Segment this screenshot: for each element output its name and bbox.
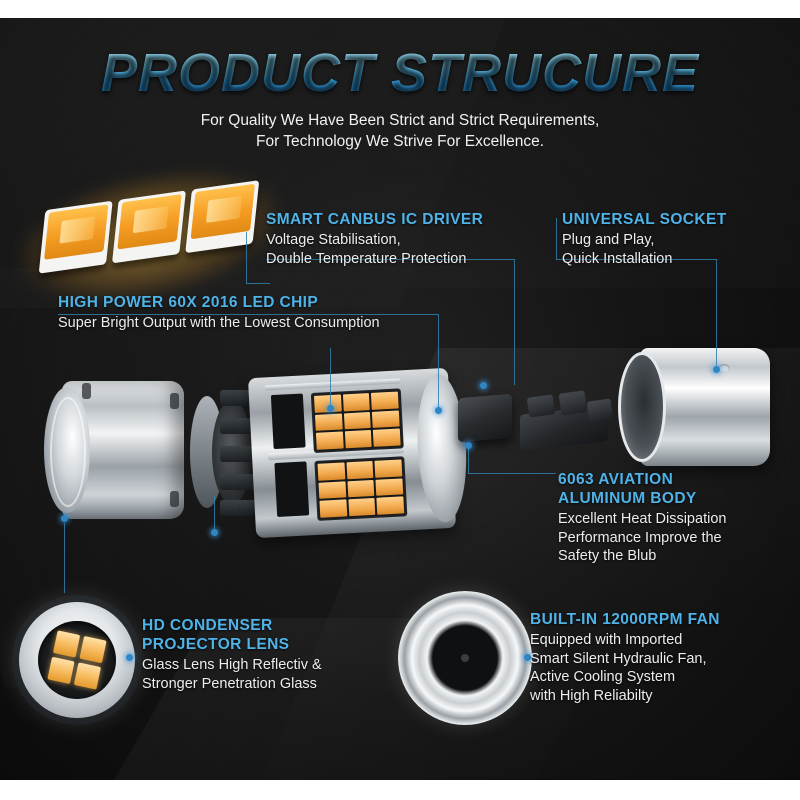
callout-built-in-fan: BUILT-IN 12000RPM FAN Equipped with Impo… [530,610,792,705]
callout-heading: BUILT-IN 12000RPM FAN [530,611,720,628]
callout-hd-condenser-projector-lens: HD CONDENSER PROJECTOR LENS Glass Lens H… [142,616,392,693]
heat-sink-notch [82,383,91,399]
leader-line-chip-drop [438,314,439,410]
callout-smart-canbus-ic-driver: SMART CANBUS IC DRIVER Voltage Stabilisa… [266,210,536,268]
leader-line-fan-up [214,496,215,532]
callout-dot-socket [713,366,720,373]
led-chip [185,180,260,254]
callout-heading-line: PROJECTOR LENS [142,636,290,653]
callout-heading: SMART CANBUS IC DRIVER [266,211,484,228]
sleeve-vent-hole [718,364,730,373]
heat-sink-ring [50,397,86,507]
callout-heading-line: HD CONDENSER [142,617,273,634]
led-pcb-assembly-image [247,367,470,539]
aluminum-sleeve-image [618,348,770,466]
socket-tab [526,394,556,418]
callout-body-line: Quick Installation [562,250,673,267]
callout-dot-fan-source [211,529,218,536]
leader-line-body [468,448,469,474]
callout-body-line: with High Reliabilty [530,687,653,704]
heat-sink-notch [170,393,179,409]
callout-aviation-aluminum-body: 6063 AVIATION ALUMINUM BODY Excellent He… [558,470,788,566]
sleeve-opening [618,352,666,462]
callout-dot-lens [126,654,133,661]
callout-body: Excellent Heat Dissipation Performance I… [558,510,788,566]
subtitle-line-2: For Technology We Strive For Excellence. [255,133,545,150]
callout-heading: UNIVERSAL SOCKET [562,211,727,228]
fan-hub [461,654,469,662]
callout-body-line: Voltage Stabilisation, [266,232,401,248]
callout-body-line: Active Cooling System [530,669,676,685]
callout-dot-led-chip [435,407,442,414]
callout-body-line: Excellent Heat Dissipation [558,511,727,527]
callout-body-line: Glass Lens High Reflectiv & [142,657,322,673]
leader-line-lens-up [64,523,65,593]
led-chip [111,190,186,264]
callout-body-line: Plug and Play, [562,232,655,248]
leader-line-chip-2 [330,348,331,408]
socket-tab [558,390,588,416]
callout-dot-aluminum-body [465,442,472,449]
leader-line-canbus-underline [266,259,514,260]
condenser-lens-photo [12,595,142,725]
callout-body: Super Bright Output with the Lowest Cons… [58,314,458,333]
dark-background-panel: PRODUCT STRUCURE For Quality We Have Bee… [0,18,800,780]
callout-heading-line: 6063 AVIATION [558,471,674,488]
callout-heading: HIGH POWER 60X 2016 LED CHIP [58,294,319,311]
callout-dot-led-array [327,405,334,412]
subtitle-line-1: For Quality We Have Been Strict and Stri… [200,112,600,129]
callout-body-line: Performance Improve the [558,529,722,546]
callout-body: Glass Lens High Reflectiv & Stronger Pen… [142,656,392,693]
canbus-driver-block-image [458,393,512,443]
page-subtitle: For Quality We Have Been Strict and Stri… [0,110,800,152]
callout-body-line: Safety the Blub [558,548,657,564]
callout-high-power-led-chip: HIGH POWER 60X 2016 LED CHIP Super Brigh… [58,293,458,333]
leader-line-socket [556,218,557,260]
callout-body: Equipped with Imported Smart Silent Hydr… [530,631,792,705]
callout-body-line: Super Bright Output with the Lowest Cons… [58,315,380,331]
led-chip [38,200,113,274]
led-chip-trio-image [14,156,284,316]
callout-body-line: Double Temperature Protection [266,250,467,267]
aluminum-heat-sink-image [44,381,184,519]
callout-heading: HD CONDENSER PROJECTOR LENS [142,616,392,654]
callout-heading-line: ALUMINUM BODY [558,490,697,507]
leader-line-chip-underline [58,314,438,315]
leader-line-socket [556,259,716,260]
leader-line-canbus-drop [514,259,515,385]
leader-line-canbus [246,232,247,284]
callout-dot-driver [480,382,487,389]
leader-line-body [468,473,556,474]
callout-body-line: Equipped with Imported [530,632,683,648]
spinning-fan-photo [398,591,532,725]
leader-line-socket-drop [716,259,717,369]
callout-universal-socket: UNIVERSAL SOCKET Plug and Play, Quick In… [562,210,787,268]
callout-body-line: Smart Silent Hydraulic Fan, [530,650,707,667]
callout-body: Voltage Stabilisation, Double Temperatur… [266,231,536,268]
callout-body: Plug and Play, Quick Installation [562,231,787,268]
led-array [314,456,408,521]
page-title: PRODUCT STRUCURE [0,42,800,104]
callout-heading: 6063 AVIATION ALUMINUM BODY [558,470,788,508]
pcb-pad [274,461,310,517]
callout-dot-fan [524,654,531,661]
socket-tab [586,398,614,422]
pcb-pad [270,393,306,450]
heat-sink-notch [170,491,179,507]
led-array [310,388,404,453]
callout-body-line: Stronger Penetration Glass [142,675,317,692]
callout-dot-lens-source [61,515,68,522]
leader-line-canbus [246,283,270,284]
lens-led-quad [47,630,107,690]
